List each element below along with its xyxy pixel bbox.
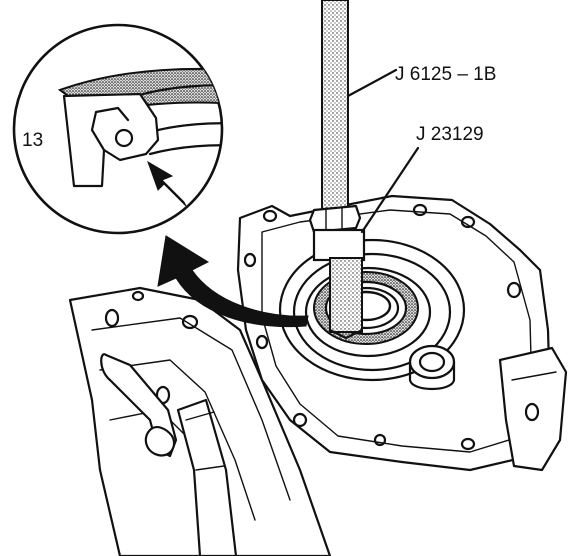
callout-leaders bbox=[346, 68, 420, 234]
slide-hammer-rod bbox=[308, 0, 366, 340]
detail-curved-arrow bbox=[157, 235, 309, 328]
transmission-case bbox=[68, 286, 332, 556]
label-detail-number: 13 bbox=[22, 130, 43, 151]
label-tool-adapter: J 23129 bbox=[416, 124, 484, 145]
pump-cover bbox=[236, 194, 568, 472]
label-tool-rod: J 6125 – 1B bbox=[395, 64, 496, 85]
detail-magnifier bbox=[12, 23, 224, 235]
